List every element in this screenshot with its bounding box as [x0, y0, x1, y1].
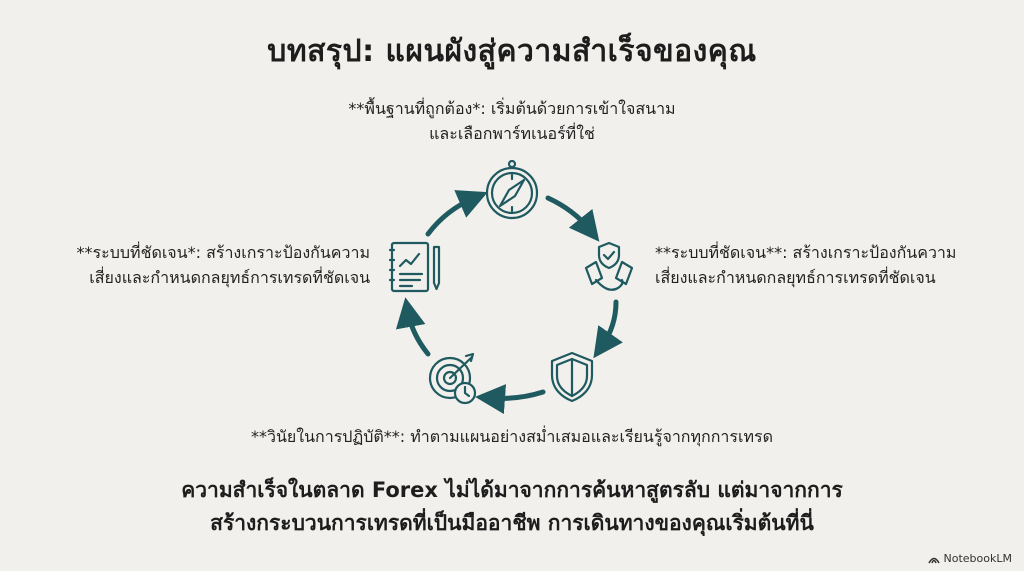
conclusion-line: สร้างกระบวนการเทรดที่เป็นมืออาชีพ การเดิ…	[210, 511, 814, 535]
shield-icon	[550, 351, 594, 403]
label-line: เสี่ยงและกำหนดกลยุทธ์การเทรดที่ชัดเจน	[89, 268, 370, 287]
arrow	[425, 190, 488, 237]
conclusion-line: ความสำเร็จในตลาด Forex ไม่ได้มาจากการค้น…	[181, 478, 843, 502]
step-right-label: **ระบบที่ชัดเจน**: สร้างเกราะป้องกันความ…	[655, 240, 1015, 290]
compass-icon	[485, 159, 539, 220]
arrow	[395, 297, 431, 357]
slide-title: บทสรุป: แผนผังสู่ความสำเร็จของคุณ	[267, 34, 757, 69]
label-line: **ระบบที่ชัดเจน*: สร้างเกราะป้องกันความ	[76, 243, 370, 262]
step-discipline-label: **วินัยในการปฏิบัติ**: ทำตามแผนอย่างสม่ำ…	[250, 427, 773, 446]
watermark-text: NotebookLM	[943, 552, 1012, 565]
notebooklm-logo-icon	[927, 557, 940, 563]
watermark: NotebookLM	[927, 552, 1012, 565]
notebook-chart-icon	[388, 241, 441, 293]
arrow	[545, 195, 600, 242]
handshake-shield-icon	[584, 241, 634, 291]
step-left-label: **ระบบที่ชัดเจน*: สร้างเกราะป้องกันความ …	[20, 240, 370, 290]
cycle-arrows	[395, 190, 623, 415]
label-line: **พื้นฐานที่ถูกต้อง*: เริ่มต้นด้วยการเข้…	[348, 99, 676, 118]
arrow	[593, 299, 623, 359]
arrow	[475, 384, 546, 415]
label-line: **ระบบที่ชัดเจน**: สร้างเกราะป้องกันความ	[655, 243, 957, 262]
label-line: และเลือกพาร์ทเนอร์ที่ใช่	[429, 124, 595, 143]
step-foundation-label: **พื้นฐานที่ถูกต้อง*: เริ่มต้นด้วยการเข้…	[262, 96, 762, 146]
label-line: เสี่ยงและกำหนดกลยุทธ์การเทรดที่ชัดเจน	[655, 268, 936, 287]
conclusion-text: ความสำเร็จในตลาด Forex ไม่ได้มาจากการค้น…	[80, 474, 944, 540]
target-clock-icon	[428, 352, 477, 405]
